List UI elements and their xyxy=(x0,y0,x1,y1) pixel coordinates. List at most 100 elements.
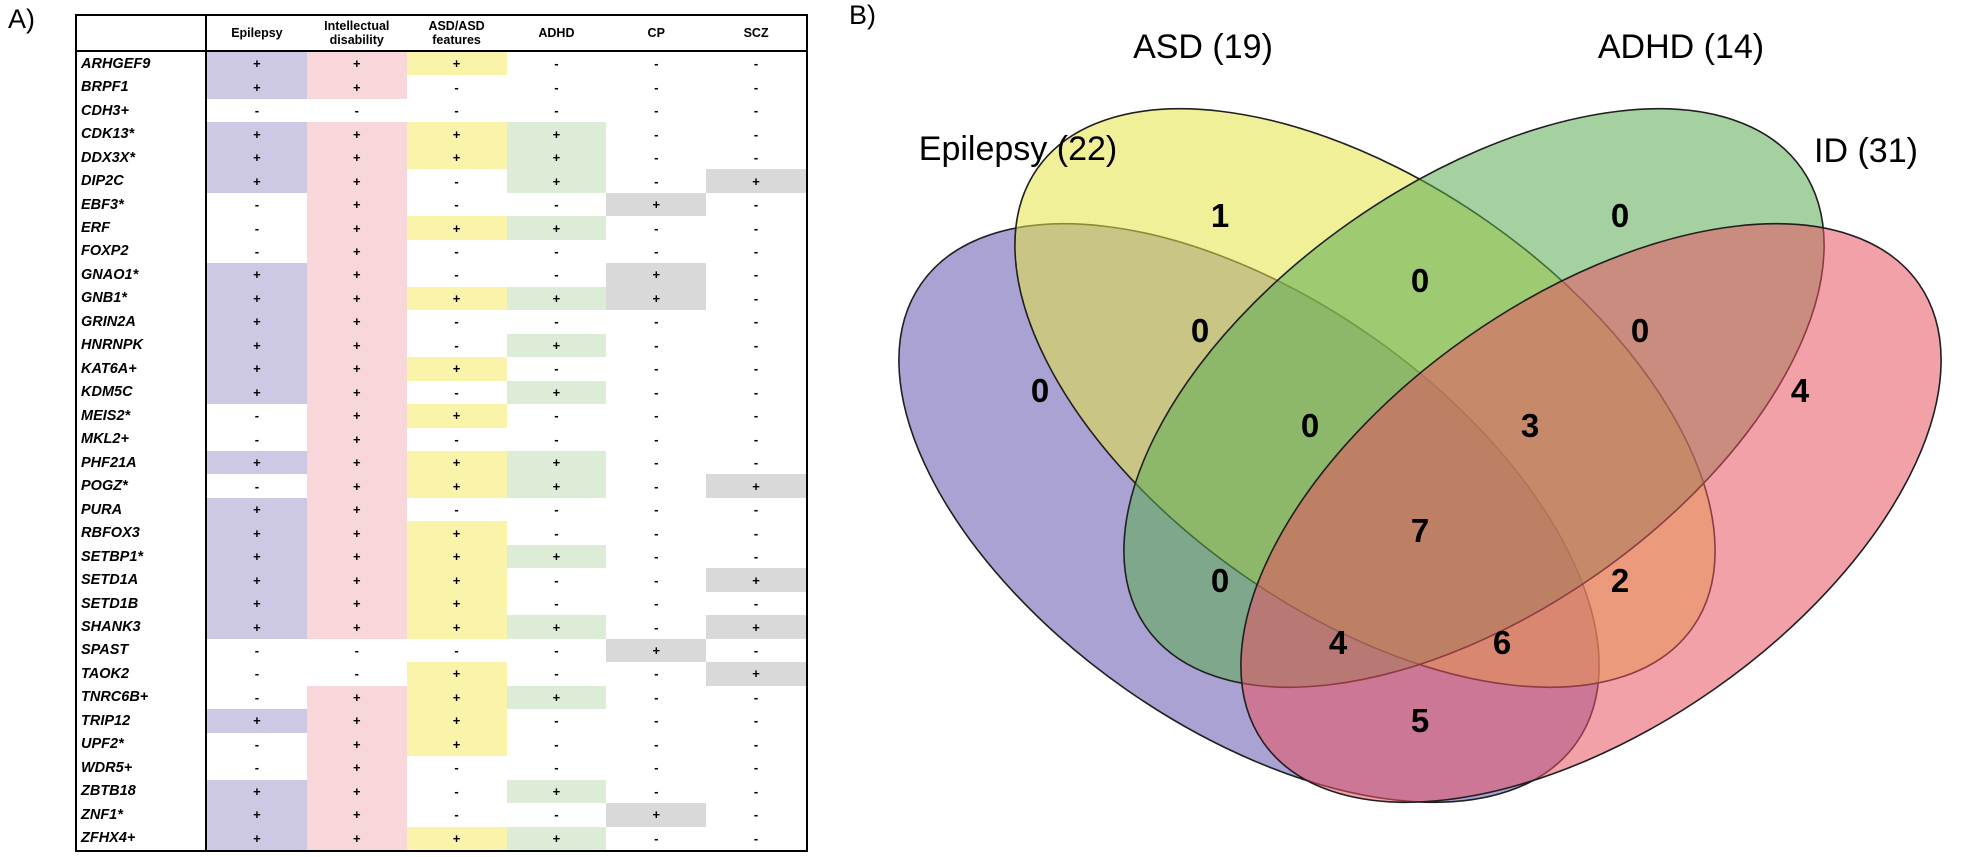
table-cell: - xyxy=(753,197,759,213)
table-cell: - xyxy=(354,666,359,682)
table-cell: + xyxy=(207,709,307,733)
table-cell: - xyxy=(554,642,559,658)
table-cell: + xyxy=(306,310,407,334)
gene-name: EBF3* xyxy=(77,192,207,217)
table-cell: + xyxy=(706,169,806,193)
table-cell: - xyxy=(554,736,559,752)
table-cell: + xyxy=(306,568,407,592)
table-cell: + xyxy=(406,474,507,498)
panel-a-label: A) xyxy=(8,4,35,34)
table-cell: - xyxy=(753,713,759,729)
table-cell: - xyxy=(254,478,260,494)
gene-name: UPF2* xyxy=(77,732,207,757)
table-cell: - xyxy=(254,689,260,705)
table-cell: + xyxy=(207,568,307,592)
table-cell: - xyxy=(654,314,659,330)
column-header-scz: SCZ xyxy=(706,16,806,52)
table-cell: + xyxy=(706,662,806,686)
column-header-adhd: ADHD xyxy=(506,16,607,52)
gene-name: PURA xyxy=(77,497,207,522)
gene-name: SETD1A xyxy=(77,568,207,592)
table-cell: + xyxy=(506,169,607,193)
gene-name: ARHGEF9 xyxy=(77,52,207,76)
venn-count-adhd: 0 xyxy=(1611,197,1629,234)
table-cell: - xyxy=(654,596,659,612)
venn-set-label-id: ID (31) xyxy=(1814,132,1918,170)
venn-set-label-epilepsy: Epilepsy (22) xyxy=(919,130,1117,168)
table-cell: - xyxy=(454,502,459,518)
table-cell: - xyxy=(254,760,260,776)
table-cell: + xyxy=(306,122,407,146)
table-cell: - xyxy=(254,431,260,447)
table-cell: - xyxy=(454,384,459,400)
table-cell: + xyxy=(207,169,307,193)
table-cell: + xyxy=(306,192,407,217)
table-cell: - xyxy=(753,290,759,306)
gene-name: ERF xyxy=(77,216,207,240)
table-cell: + xyxy=(506,779,607,804)
table-cell: - xyxy=(654,56,659,72)
table-cell: + xyxy=(306,216,407,240)
table-cell: - xyxy=(654,220,659,236)
table-cell: - xyxy=(753,337,759,353)
table-cell: - xyxy=(554,314,559,330)
table-cell: - xyxy=(454,267,459,283)
table-cell: + xyxy=(506,685,607,710)
table-cell: + xyxy=(306,615,407,639)
table-cell: - xyxy=(454,760,459,776)
table-cell: + xyxy=(606,638,707,663)
table-cell: - xyxy=(554,267,559,283)
table-cell: + xyxy=(306,404,407,428)
table-cell: + xyxy=(207,451,307,475)
table-cell: - xyxy=(753,525,759,541)
table-cell: + xyxy=(406,286,507,311)
table-cell: + xyxy=(306,779,407,804)
table-cell: - xyxy=(654,455,659,471)
table-cell: + xyxy=(207,497,307,522)
table-cell: + xyxy=(207,263,307,287)
table-cell: - xyxy=(654,572,659,588)
table-cell: + xyxy=(306,451,407,475)
table-cell: - xyxy=(753,126,759,142)
table-cell: - xyxy=(753,830,759,846)
column-header-asd-asd-features: ASD/ASD features xyxy=(406,16,507,52)
gene-name: DIP2C xyxy=(77,169,207,193)
table-cell: - xyxy=(753,361,759,377)
table-cell: - xyxy=(753,431,759,447)
table-cell: + xyxy=(207,286,307,311)
table-cell: + xyxy=(706,568,806,592)
table-cell: - xyxy=(654,478,659,494)
table-cell: - xyxy=(654,408,659,424)
gene-name: SETBP1* xyxy=(77,544,207,569)
venn-count-epilepsy-id: 5 xyxy=(1411,702,1429,739)
table-cell: - xyxy=(554,807,559,823)
venn-count-epilepsy: 0 xyxy=(1031,372,1049,409)
table-cell: + xyxy=(406,662,507,686)
table-cell: - xyxy=(753,220,759,236)
venn-set-label-adhd: ADHD (14) xyxy=(1598,30,1764,66)
table-cell: + xyxy=(306,591,407,616)
table-cell: + xyxy=(207,779,307,804)
table-cell: - xyxy=(654,337,659,353)
panel-b-label: B) xyxy=(849,0,876,30)
gene-name: SHANK3 xyxy=(77,615,207,639)
table-cell: - xyxy=(654,830,659,846)
table-cell: + xyxy=(306,544,407,569)
gene-name: ZBTB18 xyxy=(77,779,207,804)
table-cell: + xyxy=(406,52,507,76)
table-cell: - xyxy=(654,150,659,166)
table-cell: - xyxy=(753,79,759,95)
table-cell: - xyxy=(454,314,459,330)
table-cell: + xyxy=(306,75,407,99)
column-header-cp: CP xyxy=(606,16,707,52)
table-cell: - xyxy=(654,783,659,799)
venn-set-label-asd: ASD (19) xyxy=(1133,30,1273,66)
venn-count-epilepsy-asd-adhd-id: 7 xyxy=(1411,512,1429,549)
table-cell: - xyxy=(554,666,559,682)
table-cell: - xyxy=(753,103,759,119)
table-cell: + xyxy=(706,474,806,498)
table-cell: - xyxy=(254,736,260,752)
table-cell: - xyxy=(454,783,459,799)
venn-count-epilepsy-adhd-id: 4 xyxy=(1329,624,1348,661)
